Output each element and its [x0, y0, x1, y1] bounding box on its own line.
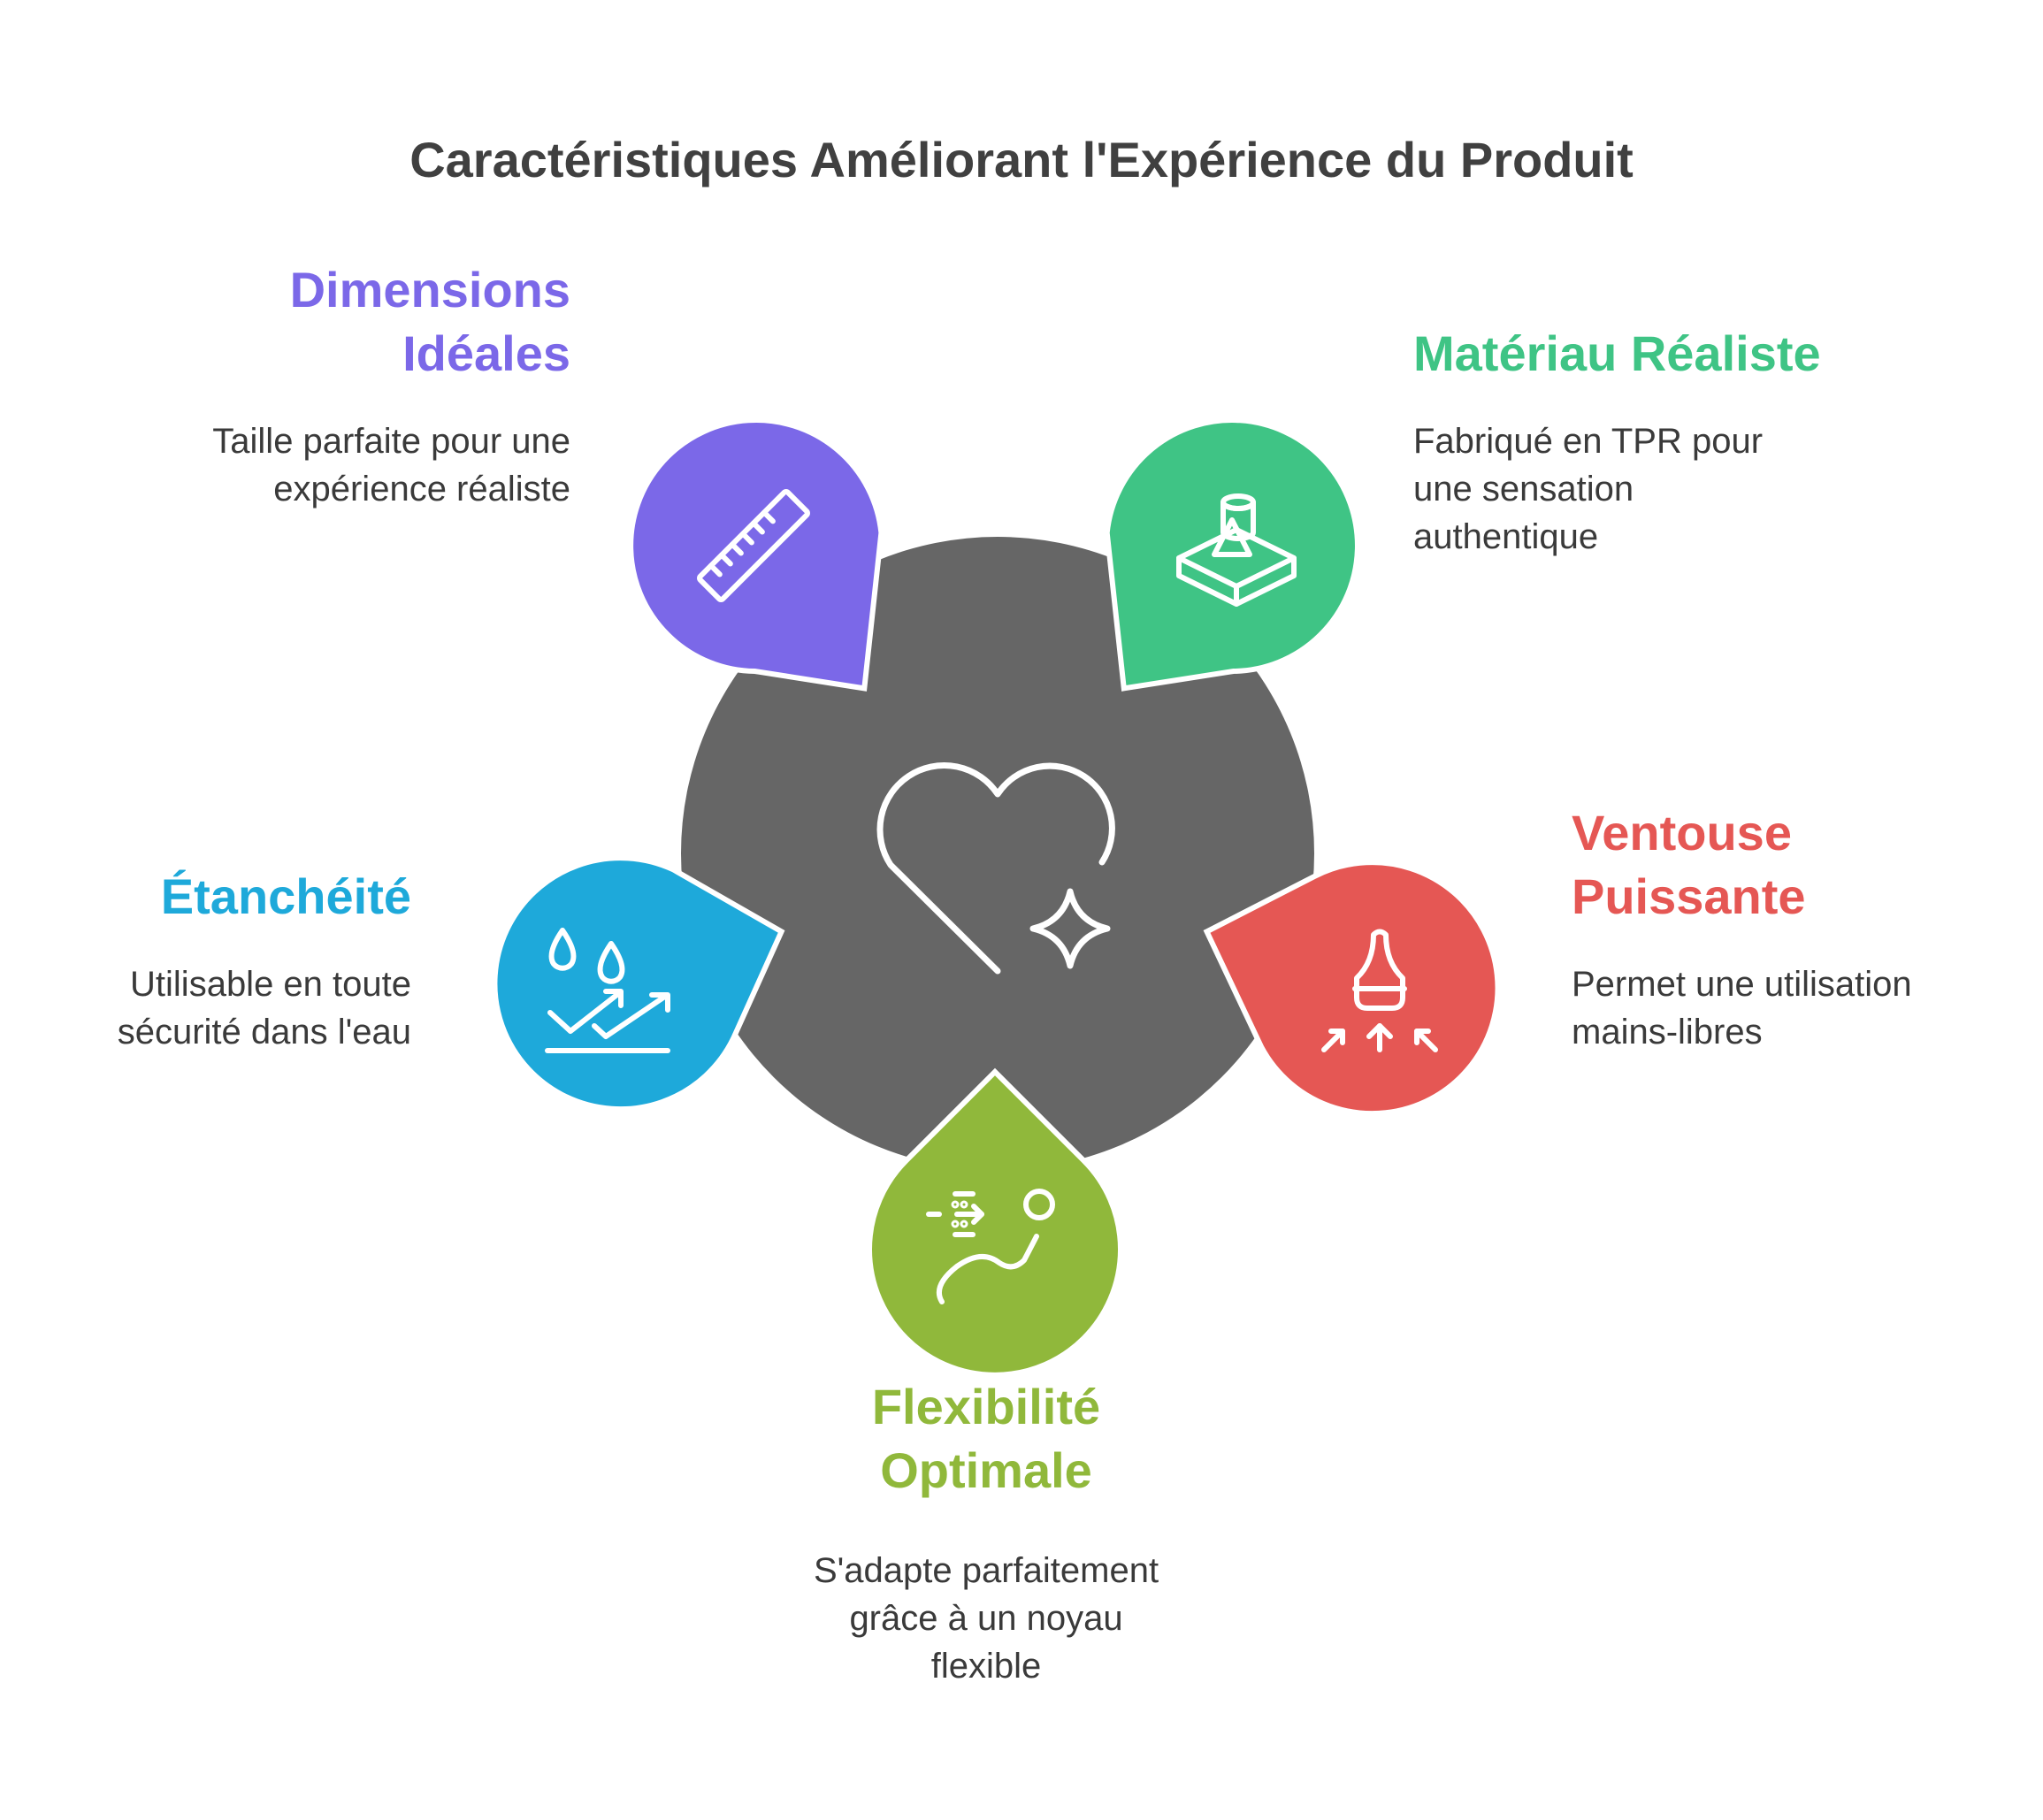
feature-materiau: Matériau Réaliste Fabriqué en TPR pour u…	[1413, 322, 1979, 561]
flexible-body-icon	[926, 1189, 1055, 1304]
3d-shapes-icon	[1176, 493, 1297, 607]
feature-description: Fabriqué en TPR pour une sensation authe…	[1413, 422, 1764, 556]
feature-description: S'adapte parfaitement grâce à un noyau f…	[813, 1551, 1159, 1686]
heart-sparkle-icon	[876, 762, 1115, 975]
feature-description: Taille parfaite pour une expérience réal…	[212, 422, 570, 509]
petal-dimensions	[628, 417, 884, 692]
petal-materiau	[1104, 417, 1360, 692]
core-circle	[681, 537, 1314, 1170]
feature-description: Utilisable en toute sécurité dans l'eau	[117, 965, 411, 1051]
feature-title: Étanchéité	[160, 868, 411, 924]
page-title: Caractéristiques Améliorant l'Expérience…	[409, 132, 1634, 187]
feature-title: Flexibilité Optimale	[871, 1379, 1101, 1498]
petal-etancheite	[492, 855, 785, 1113]
feature-title: Matériau Réaliste	[1413, 325, 1821, 381]
feature-etancheite: Étanchéité Utilisable en toute sécurité …	[0, 865, 411, 1056]
feature-title: Ventouse Puissante	[1572, 805, 1806, 924]
feature-flexibilite: Flexibilité Optimale S'adapte parfaiteme…	[721, 1375, 1251, 1690]
petal-ventouse	[1203, 860, 1501, 1117]
feature-description: Permet une utilisation mains-libres	[1572, 965, 1912, 1051]
feature-ventouse: Ventouse Puissante Permet une utilisatio…	[1572, 801, 2032, 1056]
suction-cup-icon	[1321, 929, 1438, 1052]
ruler-icon	[697, 489, 810, 602]
feature-dimensions: Dimensions Idéales Taille parfaite pour …	[75, 258, 570, 513]
water-drops-icon	[545, 928, 670, 1053]
feature-title: Dimensions Idéales	[289, 262, 570, 381]
petal-flexibilite	[867, 1067, 1123, 1378]
